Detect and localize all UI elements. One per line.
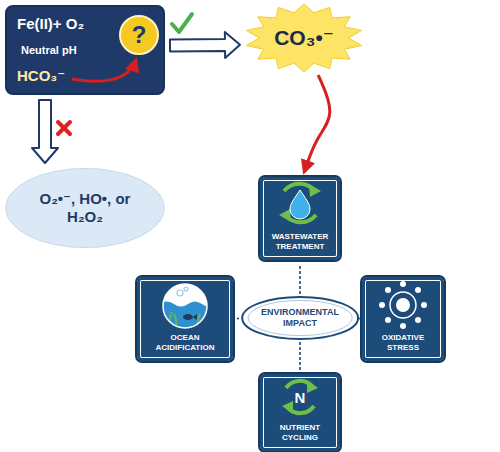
atom-dot (415, 317, 421, 323)
atom-core (396, 298, 410, 312)
node-title: CO₃•⁻ (274, 26, 334, 50)
atom-dot (379, 302, 385, 308)
water-drop (290, 190, 310, 219)
atom-dot (385, 287, 391, 293)
atom-dot (385, 317, 391, 323)
cross-stroke (58, 122, 70, 134)
recycle-head (279, 209, 291, 222)
fish-tail (193, 314, 197, 320)
nutrient-cycle-icon (282, 380, 318, 414)
reaction-box: Fe(II)+ O₂ Neutral pH HCO₃⁻? (5, 5, 165, 95)
ocean-icon (160, 284, 216, 332)
atom-ring (390, 292, 416, 318)
impact-tile: OCEAN ACIDIFICATION (135, 275, 235, 363)
recycle-arc (286, 215, 316, 222)
center-ellipse: ENVIRONMENTAL IMPACT (241, 296, 359, 340)
dashed-link (299, 264, 301, 294)
impact-tile: NUTRIENT CYCLING (258, 372, 342, 452)
check-mark (172, 14, 192, 32)
cross-mark (58, 122, 70, 134)
node-text: Neutral pH (17, 44, 121, 56)
question-circle: ? (119, 15, 159, 55)
node-title: NUTRIENT CYCLING (267, 423, 333, 443)
ocean-water (160, 302, 216, 333)
bubble (177, 290, 183, 296)
node-title: OCEAN ACIDIFICATION (144, 333, 226, 353)
atom-dot (400, 281, 406, 287)
bubble (184, 287, 188, 291)
element-symbol: N (295, 390, 306, 405)
inner-ring (248, 300, 352, 335)
impact-tile: WASTEWATER TREATMENT (258, 175, 342, 262)
radical-starburst: CO₃•⁻ (245, 4, 363, 72)
dashed-link (237, 318, 239, 319)
excluded-ellipse: O₂•⁻, HO•, or H₂O₂ (5, 168, 165, 248)
atom-dot (400, 323, 406, 329)
block-arrow (170, 32, 240, 58)
ellipse-shape (6, 168, 164, 247)
node-title: O₂•⁻, HO•, or H₂O₂ (37, 190, 133, 226)
ocean-disc (163, 284, 207, 328)
fish (183, 314, 193, 320)
curved-arrow (304, 75, 330, 172)
cross-stroke (58, 122, 70, 134)
atom-dot (421, 302, 427, 308)
recycle-arc (284, 184, 314, 191)
starburst-shape (246, 4, 361, 72)
cycle-head (282, 401, 293, 414)
node-title: WASTEWATER TREATMENT (267, 232, 333, 252)
atom-icon (379, 281, 427, 329)
seaweed (169, 312, 200, 330)
ocean-rim (163, 284, 207, 328)
node-text: HCO₃⁻ (17, 67, 117, 85)
cycle-arc (288, 406, 314, 413)
cycle-arc (286, 381, 312, 388)
node-title: ENVIRONMENTAL IMPACT (260, 307, 340, 329)
node-title: Fe(II)+ O₂ (17, 15, 117, 32)
water-recycle-icon (279, 184, 321, 223)
dashed-link (299, 342, 301, 370)
atom-dot (415, 287, 421, 293)
block-arrow (32, 100, 58, 163)
impact-tile: OXIDATIVE STRESS (360, 275, 446, 363)
hint-arrow (72, 60, 136, 81)
ocean-scene (160, 287, 216, 332)
cycle-head (307, 380, 318, 393)
node-title: OXIDATIVE STRESS (369, 333, 437, 353)
recycle-head (309, 184, 321, 197)
node-title: ? (132, 23, 147, 47)
ellipse-shape (242, 297, 358, 339)
